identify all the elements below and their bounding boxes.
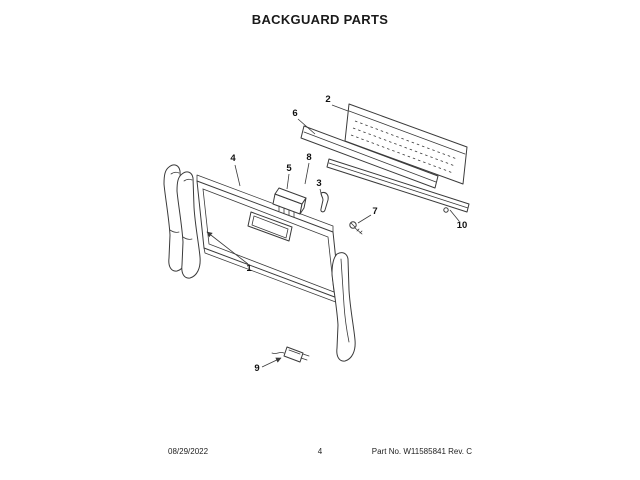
- callout-7: 7: [372, 206, 377, 217]
- rear-panel-vents: [350, 120, 458, 174]
- power-plug-body: [283, 346, 304, 363]
- control-board-pins: [278, 205, 295, 218]
- rear-backguard-panel: [344, 103, 468, 185]
- rear-panel-lip: [348, 110, 466, 155]
- lower-trim-strip: [326, 158, 470, 213]
- control-board: [272, 187, 307, 218]
- callout-leader-lines: [206, 104, 460, 368]
- screw: [349, 221, 363, 235]
- leader-4: [234, 164, 241, 187]
- footer-page-number: 4: [317, 447, 323, 456]
- leader-7: [357, 214, 372, 224]
- callout-3: 3: [316, 178, 321, 189]
- callout-1: 1: [246, 263, 252, 274]
- callout-10: 10: [457, 220, 468, 231]
- leader-1: [206, 231, 249, 265]
- rear-panel-outline: [344, 103, 468, 185]
- lower-trim-screw: [443, 207, 449, 213]
- leader-9: [261, 357, 282, 368]
- callout-2: 2: [325, 94, 330, 105]
- leader-5: [286, 173, 290, 190]
- right-end-cap-outline: [331, 252, 356, 362]
- lower-trim-edge: [328, 162, 469, 209]
- leader-10: [449, 209, 460, 222]
- page-title: BACKGUARD PARTS: [251, 12, 389, 27]
- callout-4: 4: [230, 153, 236, 164]
- upper-trim-strip: [300, 125, 439, 189]
- control-board-side: [299, 197, 307, 215]
- footer-part-number: Part No. W11585841 Rev. C: [371, 447, 472, 456]
- callout-9: 9: [254, 363, 259, 374]
- leader-6: [297, 118, 316, 135]
- control-panel-face: [196, 180, 341, 300]
- display-window: [247, 211, 293, 242]
- upper-trim-edge: [303, 131, 437, 183]
- leader-2: [331, 104, 349, 112]
- screw-shaft: [350, 222, 363, 235]
- footer-date: 08/29/2022: [168, 447, 209, 456]
- callout-6: 6: [292, 108, 297, 119]
- display-window-inner: [251, 215, 289, 239]
- right-end-cap-detail: [340, 258, 350, 343]
- right-end-cap: [331, 252, 356, 362]
- left-end-cap-detail: [169, 171, 180, 233]
- leader-3: [319, 188, 323, 198]
- callout-5: 5: [286, 163, 292, 174]
- leader-8: [304, 162, 310, 185]
- left-end-caps: [163, 164, 201, 279]
- control-panel: [196, 174, 342, 305]
- control-panel-top-edge: [196, 174, 334, 233]
- callout-8: 8: [306, 152, 311, 163]
- power-plug-detail: [271, 349, 310, 361]
- power-plug: [271, 346, 310, 363]
- callout-numbers: 1 2 3 4 5 6 7 8 9 10: [230, 94, 467, 374]
